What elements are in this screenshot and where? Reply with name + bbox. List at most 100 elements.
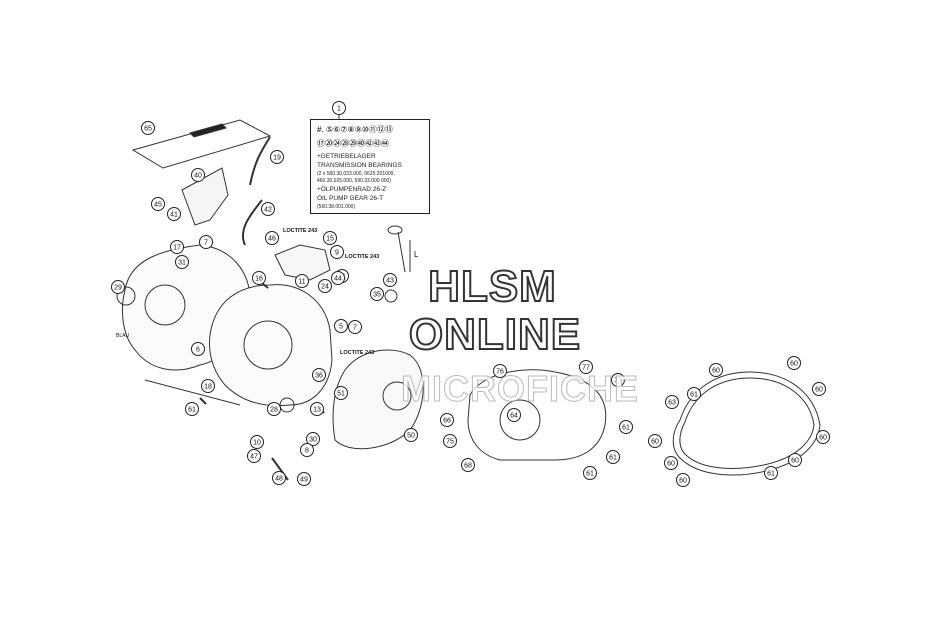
callout-circle bbox=[297, 472, 311, 486]
kit-text-2: TRANSMISSION BEARINGS bbox=[317, 162, 402, 169]
dipstick bbox=[397, 231, 406, 273]
callout-c7b: 7 bbox=[348, 320, 362, 334]
dipstick-cap bbox=[387, 225, 403, 235]
callout-circle bbox=[812, 382, 826, 396]
callout-circle bbox=[787, 356, 801, 370]
callout-c15: 15 bbox=[323, 231, 337, 245]
callout-number: 61 bbox=[622, 425, 630, 432]
callout-c61c: 61 bbox=[583, 466, 597, 480]
callout-number: 60 bbox=[679, 478, 687, 485]
hose-42 bbox=[242, 199, 263, 246]
callout-number: 28 bbox=[270, 407, 278, 414]
callout-c44: 44 bbox=[331, 271, 345, 285]
callout-circle bbox=[323, 231, 337, 245]
callout-c35: 35 bbox=[370, 287, 384, 301]
callout-circle bbox=[664, 456, 678, 470]
callout-c36: 36 bbox=[312, 368, 326, 382]
callout-circle bbox=[330, 245, 344, 259]
callout-circle bbox=[191, 342, 205, 356]
callout-circle bbox=[170, 240, 184, 254]
callout-c61a: 61 bbox=[619, 420, 633, 434]
callout-circle bbox=[175, 255, 189, 269]
callout-number: 19 bbox=[273, 155, 281, 162]
bearing-28 bbox=[279, 397, 295, 413]
callout-circle bbox=[443, 434, 457, 448]
callout-circle bbox=[267, 402, 281, 416]
callout-number: 76 bbox=[496, 369, 504, 376]
callout-circle bbox=[306, 432, 320, 446]
callout-c5: 5 bbox=[334, 319, 348, 333]
clutch-cover-boss bbox=[382, 381, 412, 411]
callout-number: 75 bbox=[446, 439, 454, 446]
callout-number: 17 bbox=[173, 245, 181, 252]
ignition-cover-gasket-inner bbox=[679, 377, 815, 469]
callout-circle bbox=[665, 395, 679, 409]
callout-c8: 8 bbox=[300, 443, 314, 457]
callout-circle bbox=[300, 443, 314, 457]
kit-text-1: +GETRIEBELAGER bbox=[317, 153, 376, 160]
callout-c60f: 60 bbox=[648, 434, 662, 448]
callout-circle bbox=[295, 274, 309, 288]
callout-number: 49 bbox=[300, 477, 308, 484]
callout-c18: 18 bbox=[201, 379, 215, 393]
callout-c43: 43 bbox=[383, 273, 397, 287]
callout-circle bbox=[404, 428, 418, 442]
callout-number: 66 bbox=[443, 418, 451, 425]
callout-number: 42 bbox=[264, 207, 272, 214]
callout-c16: 16 bbox=[252, 271, 266, 285]
watermark-line-3: MICROFICHE bbox=[401, 368, 639, 410]
callout-c66: 66 bbox=[440, 413, 454, 427]
callout-c13: 13 bbox=[310, 402, 324, 416]
callout-number: 5 bbox=[339, 324, 343, 331]
callout-circle bbox=[383, 273, 397, 287]
watermark-line-1: HLSM bbox=[427, 261, 557, 312]
callout-c76: 76 bbox=[493, 364, 507, 378]
callout-number: 60 bbox=[651, 439, 659, 446]
callout-circle bbox=[310, 402, 324, 416]
callout-c10: 10 bbox=[250, 435, 264, 449]
callout-number: 31 bbox=[178, 260, 186, 267]
callout-c47: 47 bbox=[247, 449, 261, 463]
callout-number: 7 bbox=[353, 325, 357, 332]
callout-c77a: 77 bbox=[579, 360, 593, 374]
callout-number: 8 bbox=[305, 448, 309, 455]
callout-c64: 64 bbox=[507, 408, 521, 422]
callout-circle bbox=[370, 287, 384, 301]
callout-number: 11 bbox=[298, 279, 305, 286]
callout-circle bbox=[250, 435, 264, 449]
callout-number: 46 bbox=[268, 236, 276, 243]
loctite-label-2: LOCTITE 243 bbox=[345, 254, 380, 260]
callout-circle bbox=[583, 466, 597, 480]
sticker-logo bbox=[189, 123, 227, 138]
left-case-bore bbox=[144, 284, 186, 326]
callout-number: 63 bbox=[668, 400, 676, 407]
callout-number: 30 bbox=[309, 437, 317, 444]
callout-c40: 40 bbox=[191, 168, 205, 182]
callout-circle bbox=[687, 387, 701, 401]
callout-number: 68 bbox=[464, 463, 472, 470]
callout-circle bbox=[185, 402, 199, 416]
callout-c46: 46 bbox=[265, 231, 279, 245]
callout-number: 61 bbox=[188, 407, 196, 414]
callout-number: 24 bbox=[321, 284, 329, 291]
callout-c51: 51 bbox=[334, 386, 348, 400]
callout-circle bbox=[167, 207, 181, 221]
screw-16 bbox=[261, 282, 269, 289]
callout-circle bbox=[619, 420, 633, 434]
callout-c77b: 77 bbox=[611, 373, 625, 387]
callout-circle bbox=[111, 280, 125, 294]
callout-layer: 1651940454142177293118616461592111244457… bbox=[111, 101, 830, 487]
callout-number: 61 bbox=[767, 471, 775, 478]
watermark-line-2: ONLINE bbox=[408, 309, 582, 360]
callout-circle bbox=[788, 453, 802, 467]
callout-c75: 75 bbox=[443, 434, 457, 448]
callout-circle bbox=[252, 271, 266, 285]
callout-number: 1 bbox=[337, 106, 341, 113]
callout-number: 18 bbox=[204, 384, 212, 391]
loctite-label-1: LOCTITE 243 bbox=[283, 228, 318, 234]
oil-pump-assembly bbox=[274, 244, 331, 281]
kit-text-5: +ÖLPUMPENRAD 26-Z bbox=[317, 186, 387, 193]
callout-number: 60 bbox=[815, 387, 823, 394]
callout-number: 61 bbox=[690, 392, 698, 399]
